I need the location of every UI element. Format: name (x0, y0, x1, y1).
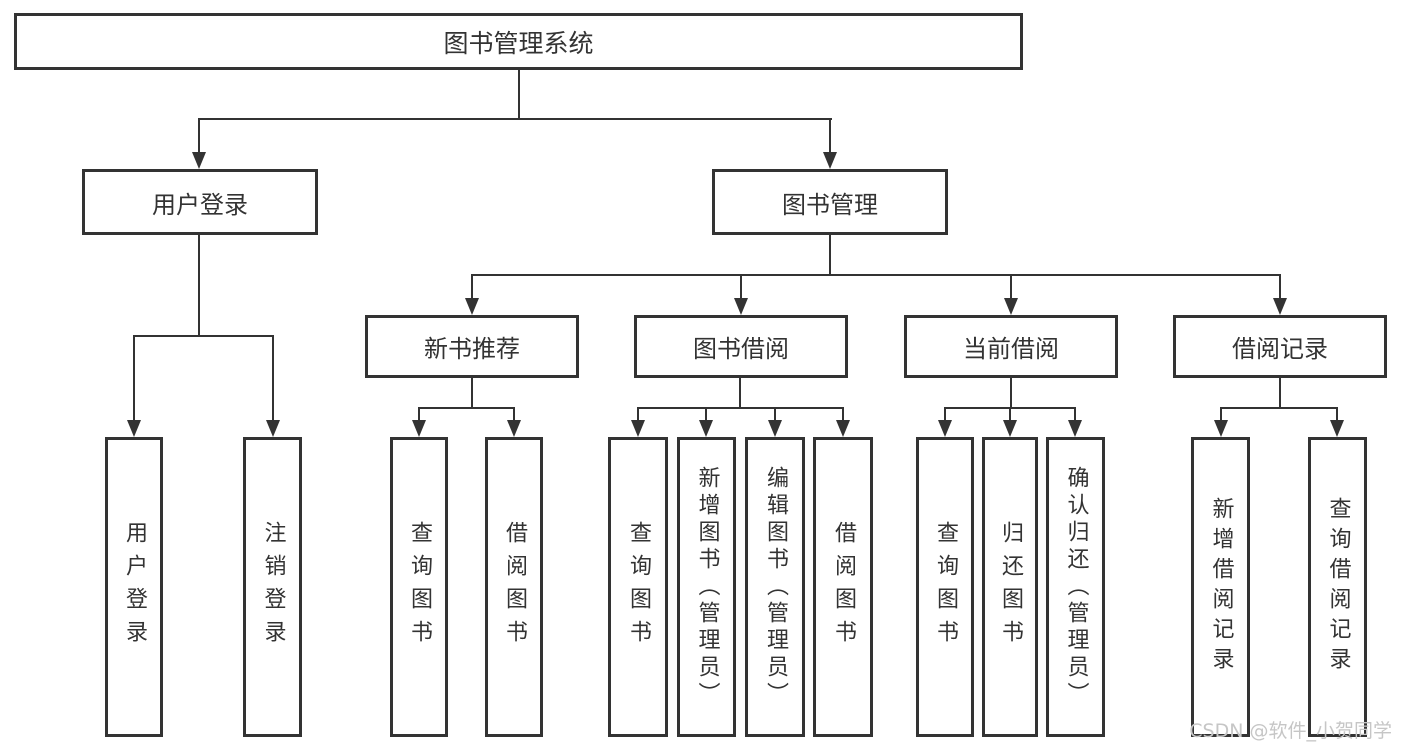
connector-stem (944, 407, 946, 423)
connector-borrowing-stub (739, 378, 741, 407)
arrow-down-icon (266, 420, 280, 437)
connector-records-rail (1220, 407, 1337, 409)
node-new-book-recommend: 新书推荐 (365, 315, 579, 378)
leaf-label: 查询图书 (933, 521, 958, 653)
connector-current-stub (1010, 378, 1012, 407)
connector-borrowing-rail (637, 407, 843, 409)
node-label: 新书推荐 (424, 335, 520, 363)
node-label: 借阅记录 (1232, 335, 1328, 363)
node-library-management-system: 图书管理系统 (14, 13, 1023, 70)
connector-stem (774, 407, 776, 423)
leaf-label: 确认归还（管理员） (1063, 465, 1089, 709)
arrow-down-icon (1003, 420, 1017, 437)
leaf-borrow-books-borrowing: 借阅图书 (813, 437, 873, 737)
arrow-down-icon (836, 420, 850, 437)
connector-recommend-rail (418, 407, 515, 409)
leaf-query-books-borrowing: 查询图书 (608, 437, 668, 737)
node-current-borrowing: 当前借阅 (904, 315, 1118, 378)
leaf-add-books-admin: 新增图书（管理员） (677, 437, 736, 737)
connector-userlogin-rail (133, 335, 274, 337)
connector-stem (471, 274, 473, 300)
connector-stem (513, 407, 515, 423)
leaf-return-books: 归还图书 (982, 437, 1038, 737)
connector-root-stub (518, 70, 520, 118)
arrow-down-icon (938, 420, 952, 437)
connector-stem (705, 407, 707, 423)
connector-stem (418, 407, 420, 423)
leaf-label: 新增借阅记录 (1208, 497, 1234, 677)
arrow-down-icon (412, 420, 426, 437)
arrow-down-icon (699, 420, 713, 437)
node-label: 图书借阅 (693, 335, 789, 363)
leaf-edit-books-admin: 编辑图书（管理员） (745, 437, 805, 737)
leaf-confirm-return-admin: 确认归还（管理员） (1046, 437, 1105, 737)
arrow-down-icon (1068, 420, 1082, 437)
leaf-label: 用户登录 (122, 521, 147, 653)
connector-stem (1009, 407, 1011, 423)
connector-userlogin-stub (198, 235, 200, 335)
leaf-label: 查询图书 (407, 521, 432, 653)
connector-stem (1010, 274, 1012, 300)
arrow-down-icon (127, 420, 141, 437)
leaf-logout: 注销登录 (243, 437, 302, 737)
connector-root-rail (199, 118, 832, 120)
leaf-borrow-books-recommend: 借阅图书 (485, 437, 543, 737)
node-label: 图书管理系统 (443, 28, 594, 58)
arrow-down-icon (1273, 298, 1287, 315)
connector-records-stub (1279, 378, 1281, 407)
arrow-down-icon (507, 420, 521, 437)
arrow-down-icon (1004, 298, 1018, 315)
leaf-query-books-current: 查询图书 (916, 437, 974, 737)
node-book-borrowing: 图书借阅 (634, 315, 848, 378)
arrow-down-icon (1330, 420, 1344, 437)
leaf-label: 编辑图书（管理员） (763, 465, 788, 709)
arrow-down-icon (823, 152, 837, 169)
node-label: 当前借阅 (963, 335, 1059, 363)
connector-stem (1279, 274, 1281, 300)
connector-stem (1336, 407, 1338, 423)
csdn-watermark: CSDN @软件_小贺同学 (1189, 720, 1392, 742)
leaf-label: 借阅图书 (502, 521, 527, 653)
connector-stem (133, 335, 135, 422)
connector-recommend-stub (471, 378, 473, 407)
connector-bookmgmt-rail (471, 274, 1281, 276)
arrow-down-icon (1214, 420, 1228, 437)
node-user-login: 用户登录 (82, 169, 318, 235)
connector-stem (740, 274, 742, 300)
connector-stem (272, 335, 274, 422)
connector-bookmgmt-stub (829, 235, 831, 274)
arrow-down-icon (192, 152, 206, 169)
connector-stem (829, 118, 831, 154)
arrow-down-icon (734, 298, 748, 315)
leaf-label: 归还图书 (998, 521, 1023, 653)
arrow-down-icon (768, 420, 782, 437)
connector-stem (842, 407, 844, 423)
node-label: 图书管理 (782, 190, 878, 219)
node-label: 用户登录 (152, 190, 248, 219)
connector-stem (637, 407, 639, 423)
arrow-down-icon (465, 298, 479, 315)
leaf-label: 查询图书 (626, 521, 651, 653)
connector-stem (1074, 407, 1076, 423)
leaf-label: 注销登录 (260, 521, 286, 653)
leaf-query-books-recommend: 查询图书 (390, 437, 448, 737)
leaf-add-borrow-record: 新增借阅记录 (1191, 437, 1250, 737)
leaf-query-borrow-record: 查询借阅记录 (1308, 437, 1367, 737)
connector-stem (1220, 407, 1222, 423)
node-borrow-records: 借阅记录 (1173, 315, 1387, 378)
connector-stem (198, 118, 200, 154)
arrow-down-icon (631, 420, 645, 437)
node-book-management: 图书管理 (712, 169, 948, 235)
leaf-label: 借阅图书 (831, 521, 856, 653)
leaf-user-login: 用户登录 (105, 437, 163, 737)
leaf-label: 新增图书（管理员） (694, 465, 720, 709)
leaf-label: 查询借阅记录 (1325, 497, 1351, 677)
